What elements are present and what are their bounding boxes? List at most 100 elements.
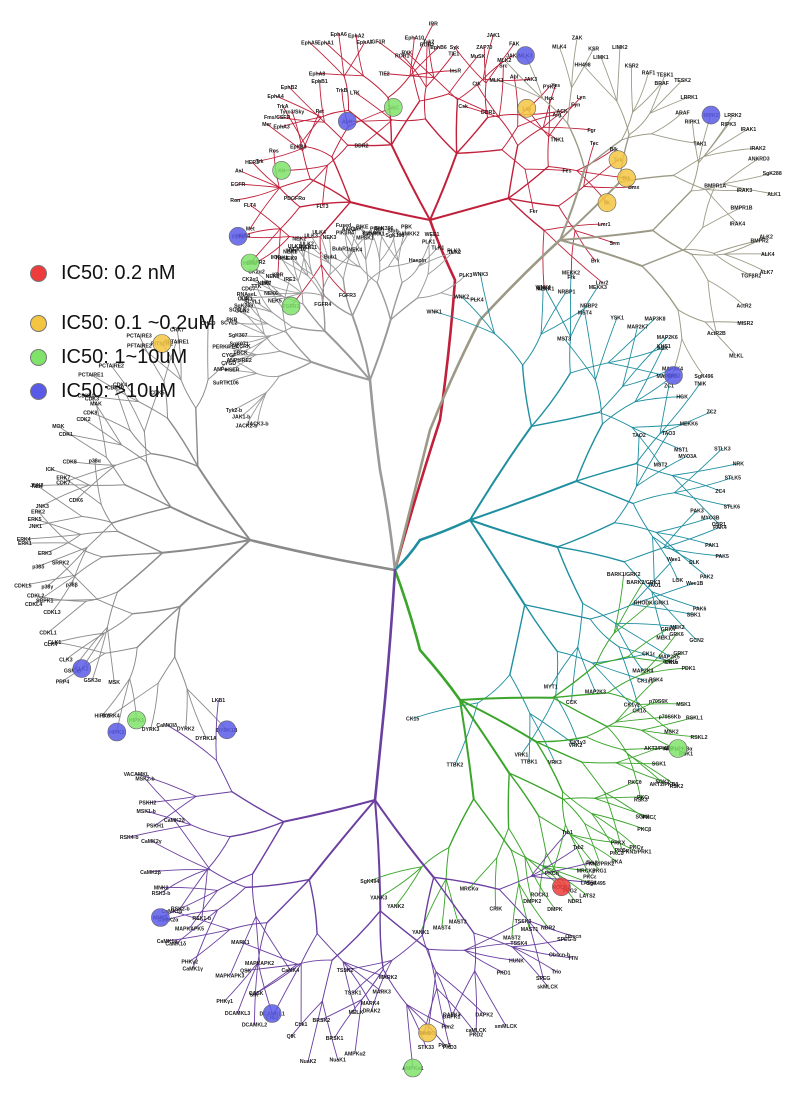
branch [576,464,636,482]
kinase-label: JACK2-b [236,423,258,429]
kinase-label: NDR2 [541,926,555,932]
branch [536,742,563,792]
kinase-label: Trk [256,159,264,165]
kinase-label: MST1 [674,448,688,454]
kinase-label: Fyn [571,102,580,108]
branch [392,119,425,121]
branch [446,848,449,879]
branch [692,254,724,255]
kinase-label: Slob [387,228,398,234]
kinase-label: VACAMKL [124,772,150,778]
branch-leaf [633,72,649,112]
kinase-label: RSK3-b [152,891,171,897]
kinase-label: IRR [429,22,438,28]
branch [460,698,553,700]
branch [232,792,284,822]
kinase-label: skMLCK [537,984,558,990]
kinase-label: SLK [689,560,700,566]
branch [306,147,332,157]
kinase-label: TESK2 [674,78,691,84]
kinase-label: p70S6K [649,699,668,705]
branch [327,145,347,165]
branch-leaf [559,47,571,88]
legend-label-0: IC50: 0.2 nM [61,262,176,285]
kinase-label: SGK1 [652,762,666,768]
kinase-label: DDR1 [481,110,495,116]
branch-leaf [614,582,643,633]
kinase-label: DYRK2 [177,727,195,733]
branch [499,876,531,889]
kinase-label: MuSK [471,54,486,60]
kinase-label: GRK6 [669,632,684,638]
kinase-label: LKB1 [212,698,226,704]
kinase-label: MST3 [557,336,571,342]
branch [391,298,418,320]
kinase-label: SRPK2 [52,560,69,566]
kinase-label: PKA [611,860,622,866]
branch [102,553,162,557]
branch [510,675,530,714]
kinase-label: MAP2K4 [632,669,653,675]
branch-leaf [708,280,744,305]
kinase-label: CK15 [406,717,419,723]
ic50-marker-green [128,711,146,729]
kinase-label: JNK1 [29,524,42,530]
branch [474,799,511,850]
branch-leaf [601,57,617,101]
kinase-label: GSK3α [84,678,102,684]
branch-leaf [525,169,534,211]
branch [191,825,230,837]
kinase-label: ERK3 [38,551,52,557]
branch [678,310,705,322]
kinase-label: IGF1R [370,39,386,45]
kinase-label: AMPKα2 [344,1051,365,1057]
kinase-label: MRCKβ [577,869,596,875]
kinase-label: KSR2 [625,63,639,69]
kinase-label: HGK [676,395,688,401]
branch [595,380,602,424]
kinase-label: PDGFRα [284,196,306,202]
branch [518,127,544,145]
kinase-label: STLK3 [714,446,731,452]
kinase-label: ActR2B [707,331,726,337]
kinase-label: CDK9 [83,410,97,416]
kinase-label: MAP2K7 [627,324,648,330]
branch [684,228,702,250]
kinase-label: PKD1 [497,971,511,977]
branch [470,481,576,520]
kinase-label: MST2 [654,462,668,468]
kinase-label: Haspin [409,258,426,264]
kinase-label: CaMK4 [282,968,300,974]
branch-leaf [355,1000,362,1054]
kinase-label: PAK2 [700,574,714,580]
branch [310,179,350,202]
kinase-label: TSSK4 [510,941,527,947]
kinase-label: HUNK [509,958,524,964]
kinase-label: CaMK1γ [183,966,204,972]
trunk-tk [395,220,455,570]
branch [576,424,602,481]
branch-leaf [410,47,439,76]
kinase-label: TTBK1 [521,760,538,766]
ic50-marker-blue [338,112,356,130]
kinase-label: CaMKIIδ [156,723,177,729]
kinase-label: PLK4 [470,298,483,304]
kinase-label: IRAK2 [750,146,766,152]
kinase-label: MAP2K6 [657,335,678,341]
legend-label-3: IC50: >10uM [61,380,176,403]
trunk-other [370,380,395,570]
branch [678,310,682,339]
kinase-label: SgK288 [763,171,782,177]
kinase-label: Chk1 [295,1022,308,1028]
kinase-label: InsR [450,69,461,75]
kinase-label: PKD2 [469,1032,483,1038]
kinase-label: CaMK2β [140,870,161,876]
kinase-label: Met [246,227,255,233]
kinase-label: EphA8 [309,71,326,77]
branch-leaf [174,820,210,870]
kinase-label: EphB3 [290,145,307,151]
kinase-label: DAPK3 [443,1013,461,1019]
kinase-label: Lmr1 [598,222,611,228]
kinase-label: TGFβR2 [741,273,761,279]
